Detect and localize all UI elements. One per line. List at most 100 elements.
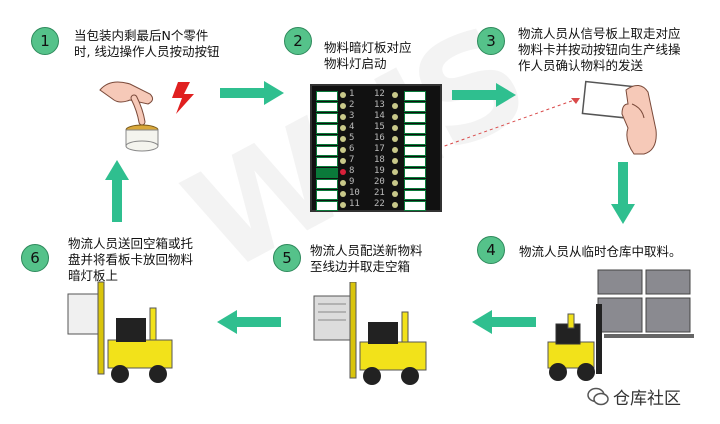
board-lamp xyxy=(340,158,346,164)
board-number: 9 xyxy=(349,177,355,187)
hand-with-card-illustration xyxy=(581,80,657,155)
board-number: 17 xyxy=(374,144,385,154)
board-row: 5 16 xyxy=(312,133,440,145)
arrow-6-to-1 xyxy=(105,160,129,222)
step-6-line-3: 暗灯板上 xyxy=(68,268,119,283)
step-2-line-1: 物料暗灯板对应 xyxy=(324,40,412,55)
board-row: 3 14 xyxy=(312,111,440,123)
board-lamp xyxy=(340,169,346,175)
board-lamp xyxy=(340,114,346,120)
board-number: 10 xyxy=(349,188,360,198)
board-card-slot xyxy=(316,135,338,145)
brand-signature: 仓库社区 xyxy=(587,384,681,409)
board-card-slot xyxy=(404,201,426,211)
step-3-circle: 3 xyxy=(477,27,505,55)
board-number: 3 xyxy=(349,111,355,121)
board-card-slot xyxy=(404,157,426,167)
push-button-illustration xyxy=(99,81,194,152)
board-number: 5 xyxy=(349,133,355,143)
step-2-circle: 2 xyxy=(284,27,312,55)
arrow-1-to-2 xyxy=(220,81,284,105)
board-card-slot xyxy=(316,201,338,211)
board-card-slot xyxy=(404,168,426,178)
board-lamp xyxy=(392,169,398,175)
step-1-line-1: 当包装内剩最后N个零件 xyxy=(74,28,209,43)
board-number: 1 xyxy=(349,89,355,99)
board-number: 21 xyxy=(374,188,385,198)
wechat-icon xyxy=(587,387,609,405)
board-lamp xyxy=(340,136,346,142)
step-4-circle: 4 xyxy=(477,236,505,264)
board-lamp xyxy=(392,158,398,164)
board-number: 7 xyxy=(349,155,355,165)
step-4-line-1: 物流人员从临时仓库中取料。 xyxy=(519,244,682,259)
board-number: 16 xyxy=(374,133,385,143)
board-row: 1 12 xyxy=(312,89,440,101)
step-1-line-2: 时, 线边操作人员按动按钮 xyxy=(74,44,220,59)
board-row: 10 21 xyxy=(312,188,440,200)
board-row: 6 17 xyxy=(312,144,440,156)
board-lamp xyxy=(392,92,398,98)
step-6-circle: 6 xyxy=(21,244,49,272)
board-row: 11 22 xyxy=(312,199,440,211)
board-number: 12 xyxy=(374,89,385,99)
board-lamp xyxy=(392,191,398,197)
board-card-slot xyxy=(404,91,426,101)
board-lamp xyxy=(340,125,346,131)
board-number: 11 xyxy=(349,199,360,209)
board-card-slot xyxy=(316,168,338,178)
board-lamp xyxy=(340,191,346,197)
board-number: 22 xyxy=(374,199,385,209)
board-number: 19 xyxy=(374,166,385,176)
step-2-text: 物料暗灯板对应 物料灯启动 xyxy=(324,40,412,72)
board-card-slot xyxy=(316,91,338,101)
board-card-slot xyxy=(404,135,426,145)
arrow-5-to-6 xyxy=(217,310,281,334)
step-3-text: 物流人员从信号板上取走对应 物料卡并按动按钮向生产线操 作人员确认物料的发送 xyxy=(518,26,681,74)
board-number: 2 xyxy=(349,100,355,110)
step-2-line-2: 物料灯启动 xyxy=(324,56,387,71)
step-6-text: 物流人员送回空箱或托 盘并将看板卡放回物料 暗灯板上 xyxy=(68,236,193,284)
board-lamp xyxy=(392,147,398,153)
board-lamp xyxy=(340,180,346,186)
board-row: 8 19 xyxy=(312,166,440,178)
step-6-line-1: 物流人员送回空箱或托 xyxy=(68,236,194,251)
board-number: 6 xyxy=(349,144,355,154)
arrow-4-to-5 xyxy=(472,310,536,334)
board-lamp xyxy=(340,202,346,208)
board-card-slot xyxy=(404,179,426,189)
step-3-line-3: 作人员确认物料的发送 xyxy=(518,58,644,73)
board-card-slot xyxy=(404,146,426,156)
step-1-text: 当包装内剩最后N个零件 时, 线边操作人员按动按钮 xyxy=(74,28,219,60)
step-5-line-2: 至线边并取走空箱 xyxy=(310,259,411,274)
board-card-slot xyxy=(404,190,426,200)
board-card-slot xyxy=(404,113,426,123)
board-number: 18 xyxy=(374,155,385,165)
board-lamp xyxy=(340,103,346,109)
step-4-text: 物流人员从临时仓库中取料。 xyxy=(519,244,682,260)
board-card-slot xyxy=(316,113,338,123)
board-lamp xyxy=(340,147,346,153)
board-lamp xyxy=(392,136,398,142)
board-row: 2 13 xyxy=(312,100,440,112)
board-card-slot xyxy=(316,146,338,156)
board-number: 8 xyxy=(349,166,355,176)
board-card-slot xyxy=(316,102,338,112)
step-5-line-1: 物流人员配送新物料 xyxy=(310,243,423,258)
step-1-circle: 1 xyxy=(31,27,59,55)
board-lamp xyxy=(392,180,398,186)
board-card-slot xyxy=(316,179,338,189)
board-card-slot xyxy=(404,124,426,134)
board-lamp xyxy=(340,92,346,98)
step-5-text: 物流人员配送新物料 至线边并取走空箱 xyxy=(310,243,423,275)
board-number: 14 xyxy=(374,111,385,121)
board-number: 13 xyxy=(374,100,385,110)
arrow-3-to-4 xyxy=(611,162,635,224)
step-6-line-2: 盘并将看板卡放回物料 xyxy=(68,252,194,267)
board-lamp xyxy=(392,125,398,131)
step-3-line-1: 物流人员从信号板上取走对应 xyxy=(518,26,681,41)
forklift-delivery-illustration xyxy=(313,282,427,385)
